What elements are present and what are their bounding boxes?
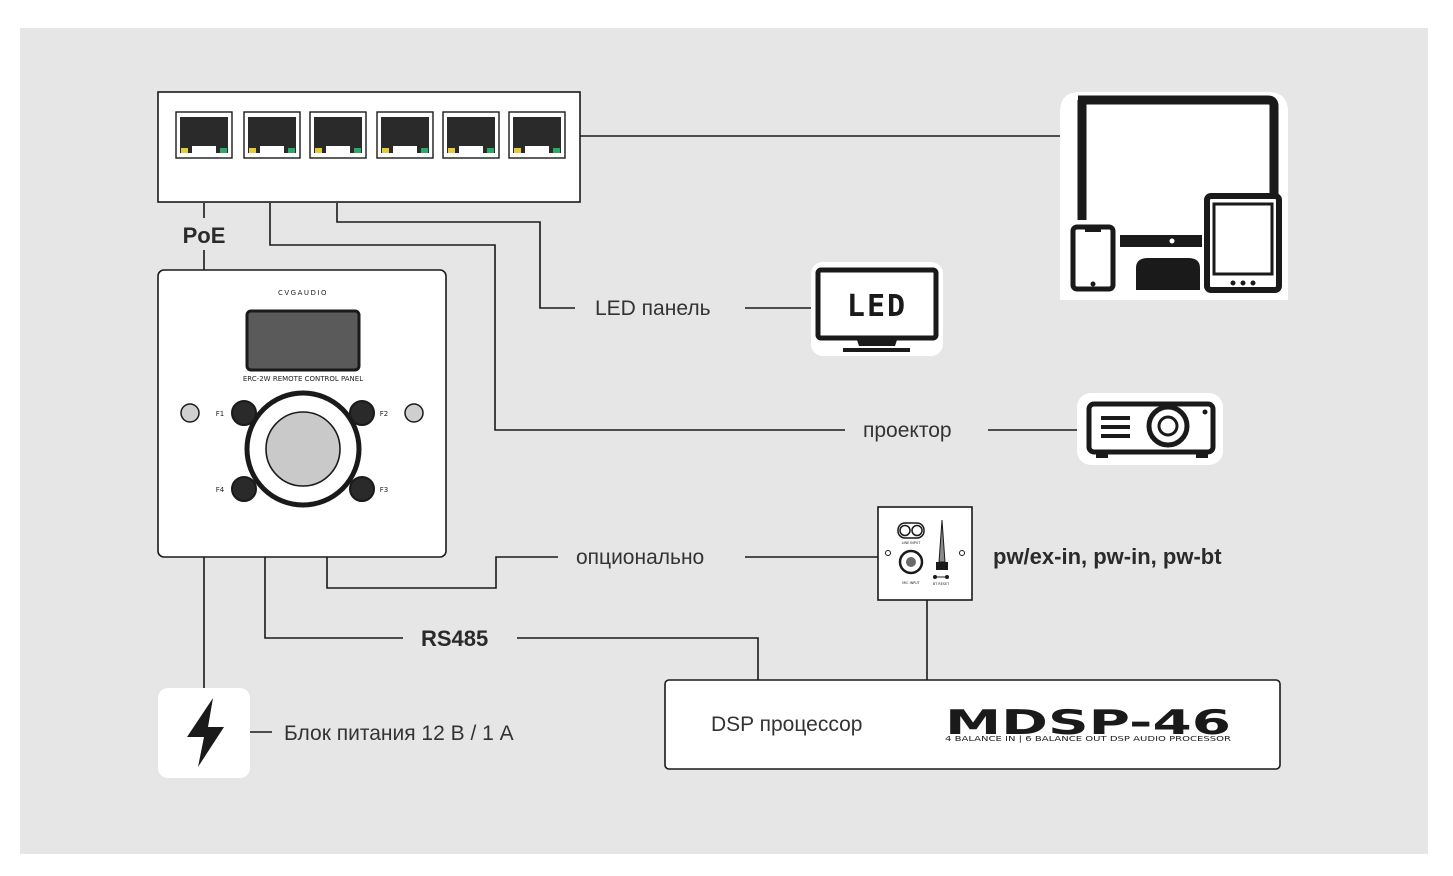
f2-label: F2 — [380, 410, 388, 418]
devices-icon — [1060, 92, 1288, 300]
ethernet-port-icon — [309, 111, 367, 159]
f1-label: F1 — [216, 410, 224, 418]
ethernet-port-icon — [243, 111, 301, 159]
projector-label: проектор — [863, 419, 952, 442]
led-display-text: LED — [847, 289, 907, 324]
wire-switch-projector — [269, 203, 845, 431]
line-input-label: LINE INPUT — [902, 541, 922, 545]
f2-button[interactable] — [349, 400, 375, 426]
indicator-light-left — [180, 403, 200, 423]
dsp-tagline: 4 BALANCE IN | 6 BALANCE OUT DSP AUDIO P… — [945, 735, 1231, 743]
poe-label: PoE — [183, 223, 226, 248]
ethernet-port-icon — [442, 111, 500, 159]
f4-button[interactable] — [231, 476, 257, 502]
network-switch — [157, 91, 581, 203]
f3-button[interactable] — [349, 476, 375, 502]
projector-icon — [1077, 393, 1223, 465]
f4-label: F4 — [216, 486, 225, 494]
power-supply — [158, 688, 250, 778]
f3-label: F3 — [380, 486, 388, 494]
panel-model: ERC-2W REMOTE CONTROL PANEL — [243, 375, 363, 383]
bt-reset-label: BT RESET — [933, 582, 950, 586]
labels: PoE LED панель проектор опционально pw/e… — [183, 223, 1223, 745]
wire-panel-rs485 — [264, 557, 403, 639]
led-panel-label: LED панель — [595, 297, 711, 320]
wire-rs485-dsp — [517, 637, 759, 680]
wires — [203, 135, 1080, 733]
wire-panel-optional — [326, 556, 558, 589]
f1-button[interactable] — [231, 400, 257, 426]
led-display-icon: LED — [811, 262, 943, 356]
rs485-label: RS485 — [421, 626, 488, 651]
panel-brand: CVGAUDIO — [278, 289, 328, 297]
dsp-label: DSP процессор — [711, 713, 862, 736]
wall-modules-label: pw/ex-in, pw-in, pw-bt — [993, 544, 1222, 569]
dsp-brand: MDSP-46 — [945, 703, 1231, 743]
volume-knob[interactable] — [265, 411, 341, 487]
module-body — [877, 506, 973, 601]
ethernet-port-icon — [175, 111, 233, 159]
wire-switch-led — [336, 203, 575, 309]
dsp-body — [664, 679, 1281, 770]
optional-label: опционально — [576, 546, 704, 569]
mic-input-label: MIC INPUT — [902, 581, 920, 585]
power-supply-label: Блок питания 12 В / 1 А — [284, 722, 514, 745]
panel-screen — [245, 309, 361, 372]
dsp-processor: DSP процессор MDSP-46 4 BALANCE IN | 6 B… — [664, 679, 1281, 770]
remote-control-panel: CVGAUDIO ERC-2W REMOTE CONTROL PANEL F1 … — [157, 269, 447, 558]
ethernet-port-icon — [376, 111, 434, 159]
ethernet-port-icon — [508, 111, 566, 159]
power-bolt-icon — [187, 698, 224, 767]
indicator-light-right — [404, 403, 424, 423]
wall-input-module: LINE INPUT MIC INPUT BT RESET — [877, 506, 973, 601]
